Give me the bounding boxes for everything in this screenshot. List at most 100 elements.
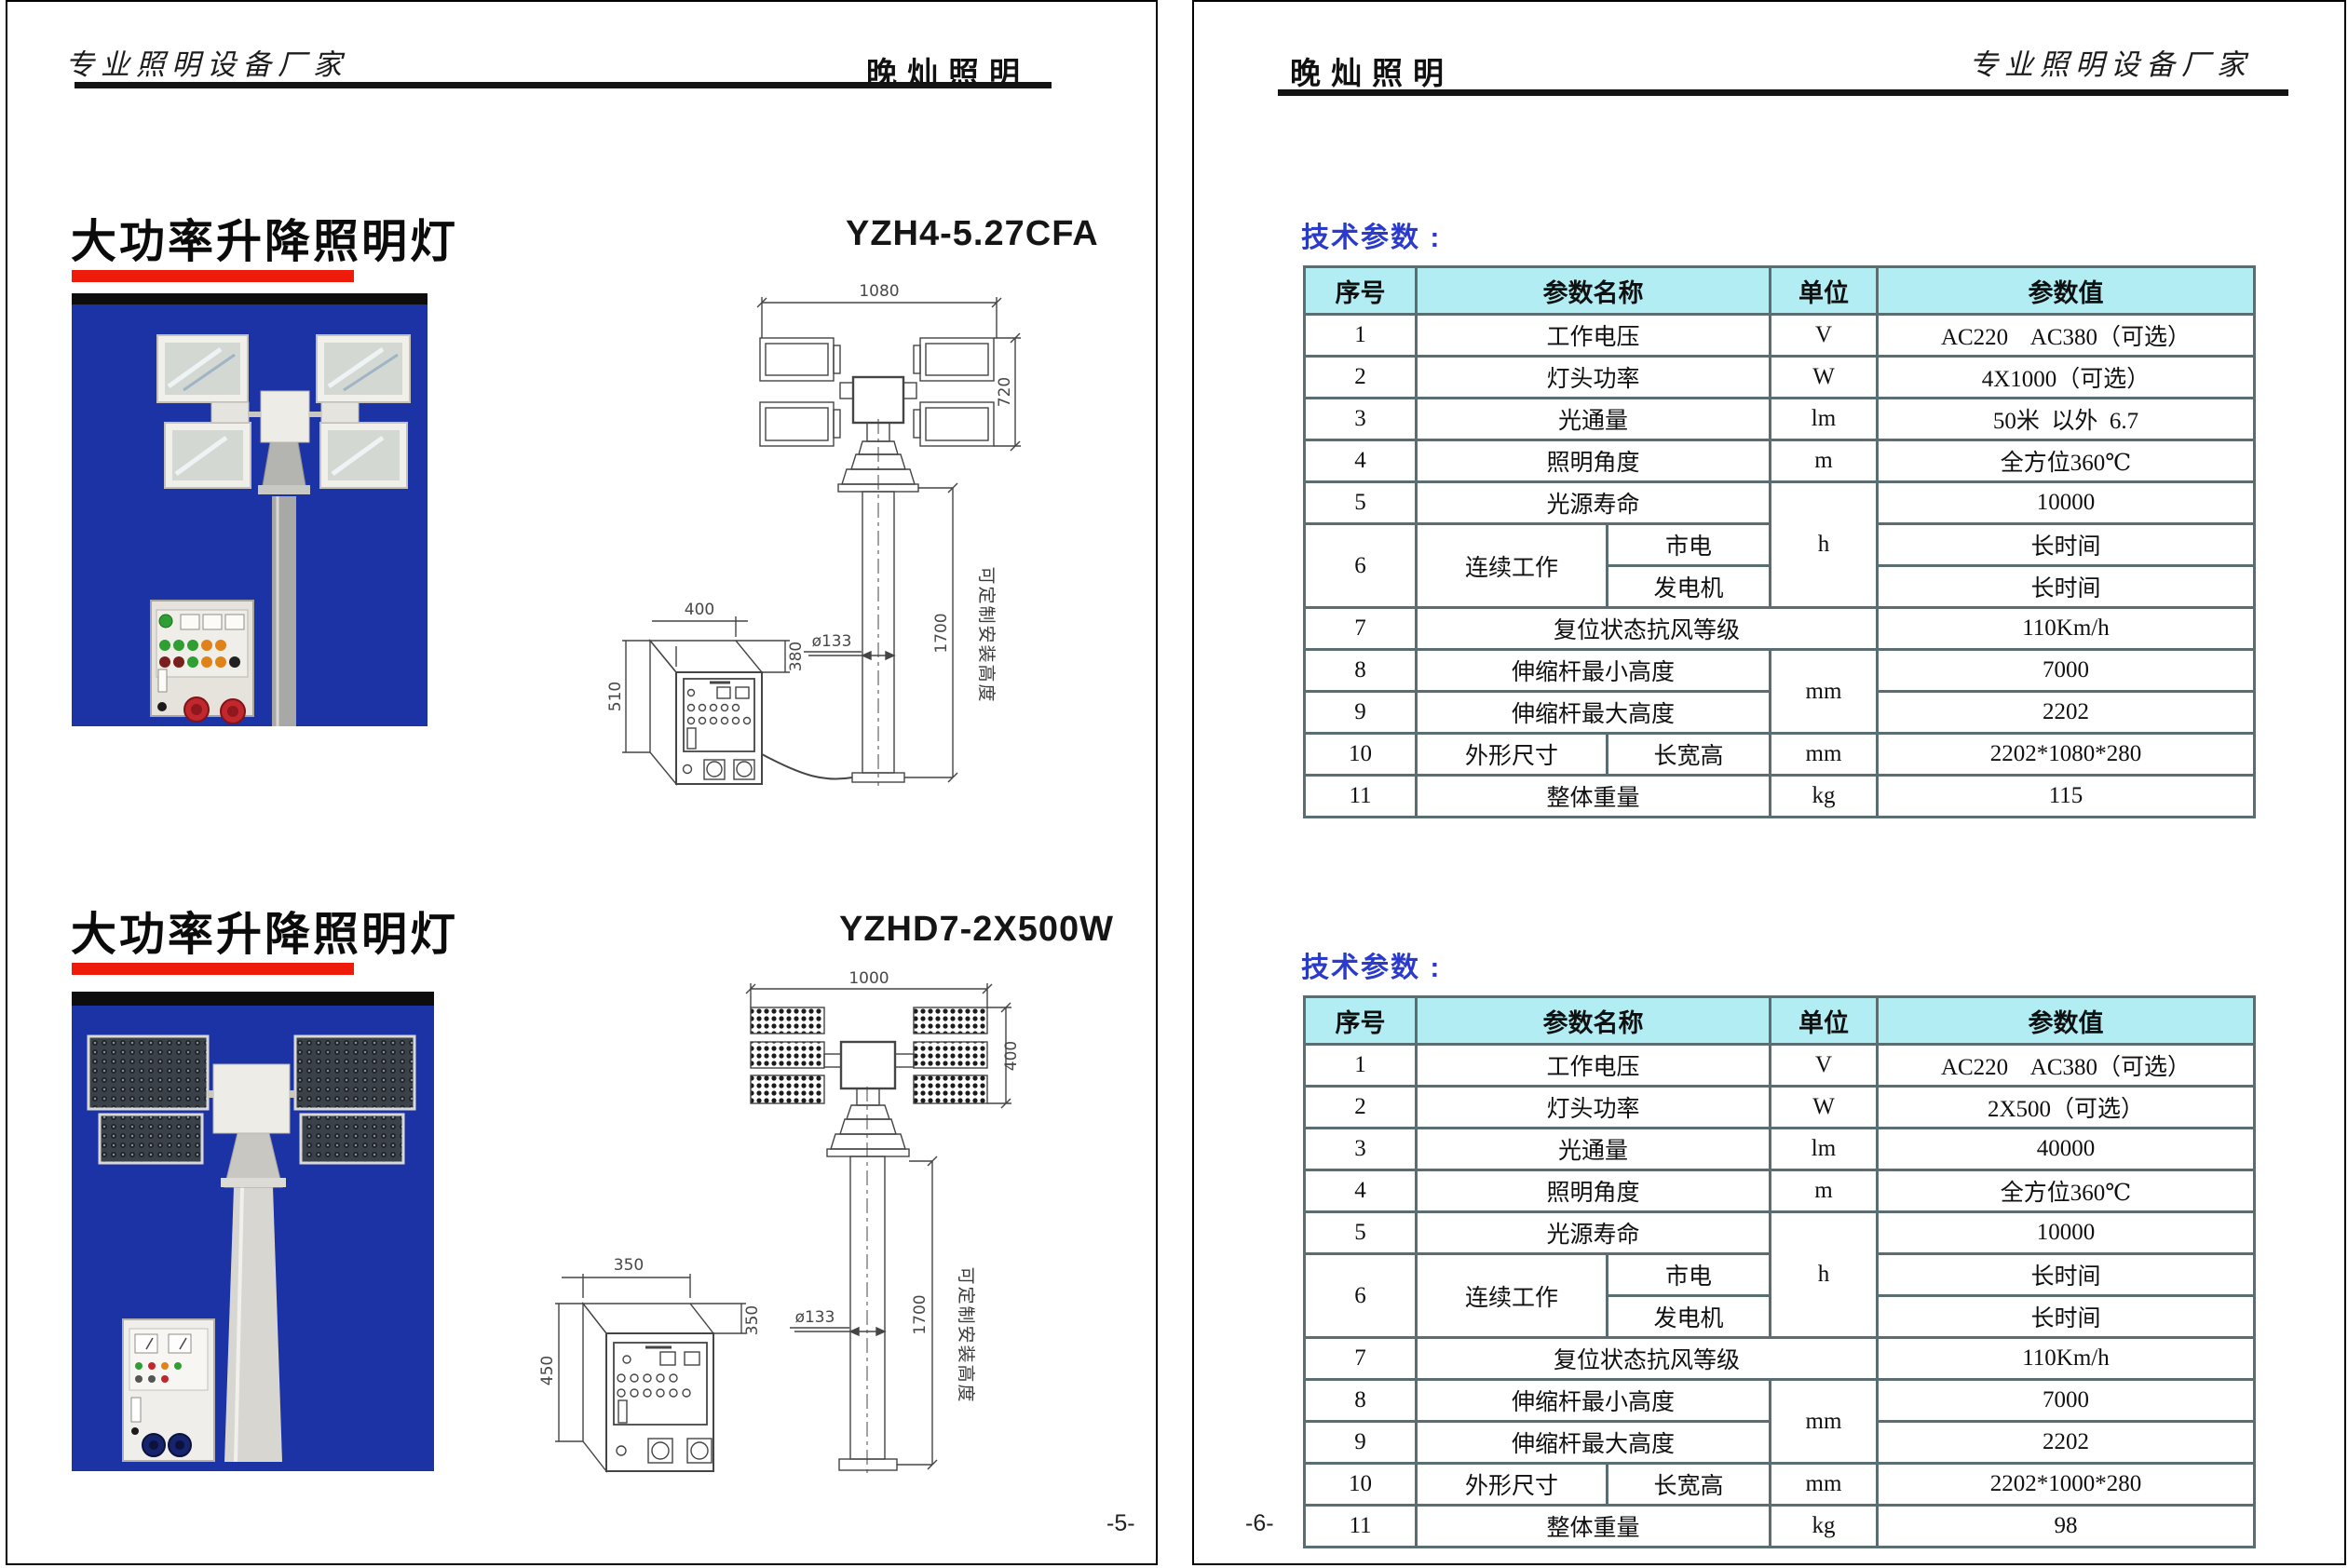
product1-title: 大功率升降照明灯 bbox=[71, 217, 459, 267]
dim-box-height-right: 350 bbox=[743, 1305, 762, 1335]
dim-box-height-right: 380 bbox=[787, 642, 806, 671]
cell: 3 bbox=[1303, 1127, 1418, 1171]
cell: 11 bbox=[1303, 1504, 1418, 1548]
table-row: 11 整体重量 kg 115 bbox=[1303, 774, 2256, 818]
table-row: 5 光源寿命 h 10000 bbox=[1303, 480, 2256, 609]
table-row: 5 光源寿命 h 10000 bbox=[1303, 1210, 2256, 1339]
cell: 2202 bbox=[1876, 1420, 2256, 1465]
cell: 伸缩杆最小高度 bbox=[1415, 1378, 1771, 1423]
col-unit: 单位 bbox=[1769, 995, 1879, 1046]
cell: 7000 bbox=[1876, 1378, 2256, 1423]
cell: 9 bbox=[1303, 1420, 1418, 1465]
cell: 全方位360℃ bbox=[1876, 439, 2256, 483]
col-value: 参数值 bbox=[1876, 995, 2256, 1046]
cell: 工作电压 bbox=[1415, 1043, 1771, 1088]
product2-title-underline bbox=[72, 963, 354, 975]
col-name: 参数名称 bbox=[1415, 995, 1771, 1046]
cell: 7000 bbox=[1876, 648, 2256, 693]
cell: 伸缩杆最小高度 bbox=[1415, 648, 1771, 693]
cell: W bbox=[1769, 355, 1879, 399]
cell: 6 bbox=[1303, 1252, 1418, 1339]
cell: 7 bbox=[1303, 606, 1418, 651]
cell: mm bbox=[1769, 648, 1879, 735]
cell: 整体重量 bbox=[1415, 1504, 1771, 1548]
section2-label: 技术参数 : bbox=[1301, 953, 1442, 983]
product1-photo bbox=[72, 293, 428, 726]
cell: 110Km/h bbox=[1876, 606, 2256, 651]
table-row: 3 光通量 lm 50米 以外 6.7 bbox=[1303, 397, 2256, 441]
cell: h bbox=[1769, 480, 1879, 609]
cell: 10000 bbox=[1876, 1210, 2256, 1255]
product1-model: YZH4-5.27CFA bbox=[846, 214, 1099, 253]
col-no: 序号 bbox=[1303, 265, 1418, 316]
cell: 8 bbox=[1303, 1378, 1418, 1423]
cell: 2 bbox=[1303, 1085, 1418, 1129]
cell: 发电机 bbox=[1606, 564, 1771, 609]
cell: 长时间 bbox=[1876, 522, 2256, 567]
table-row: 1 工作电压 V AC220 AC380（可选） bbox=[1303, 313, 2256, 358]
cell: 1 bbox=[1303, 1043, 1418, 1088]
table-row: 11 整体重量 kg 98 bbox=[1303, 1504, 2256, 1548]
cell: lm bbox=[1769, 397, 1879, 441]
table-row: 3 光通量 lm 40000 bbox=[1303, 1127, 2256, 1171]
cell: W bbox=[1769, 1085, 1879, 1129]
table-row: 4 照明角度 m 全方位360℃ bbox=[1303, 439, 2256, 483]
cell: 复位状态抗风等级 bbox=[1415, 1336, 1879, 1381]
right-header-rule bbox=[1278, 89, 2288, 96]
cell: 9 bbox=[1303, 690, 1418, 735]
cell: 市电 bbox=[1606, 1252, 1771, 1297]
product1-title-underline bbox=[72, 270, 354, 282]
table-row: 发电机 长时间 bbox=[1305, 564, 2256, 609]
right-header-factory: 专业照明设备厂家 bbox=[1969, 48, 2252, 81]
dim-pole-height: 1700 bbox=[911, 1294, 930, 1334]
spec-table-1: 序号 参数名称 单位 参数值 1 工作电压 V AC220 AC380（可选） … bbox=[1303, 265, 2256, 818]
left-page: 专业照明设备厂家 晚灿照明 大功率升降照明灯 YZH4-5.27CFA bbox=[6, 0, 1158, 1565]
cell: 5 bbox=[1303, 480, 1418, 525]
product1-photo-art bbox=[150, 334, 411, 726]
cell: 10000 bbox=[1876, 480, 2256, 525]
dim-box-height-left: 510 bbox=[606, 682, 625, 711]
table-row: 8 伸缩杆最小高度 mm 7000 bbox=[1303, 1378, 2256, 1465]
product2-photo bbox=[72, 992, 434, 1471]
cell: 115 bbox=[1876, 774, 2256, 818]
cell: 长时间 bbox=[1876, 1252, 2256, 1297]
table-row: 8 伸缩杆最小高度 mm 7000 bbox=[1303, 648, 2256, 735]
table-row: 7 复位状态抗风等级 110Km/h bbox=[1303, 606, 2256, 651]
cell: 10 bbox=[1303, 1462, 1418, 1507]
cell: 1 bbox=[1303, 313, 1418, 358]
cell: 长时间 bbox=[1876, 564, 2256, 609]
table-row: 2 灯头功率 W 2X500（可选） bbox=[1303, 1085, 2256, 1129]
dim-pole-height: 1700 bbox=[932, 613, 951, 653]
dim-box-width: 400 bbox=[685, 601, 714, 619]
dim-head-height: 400 bbox=[1002, 1041, 1021, 1071]
cell: 工作电压 bbox=[1415, 313, 1771, 358]
table-header-row: 序号 参数名称 单位 参数值 bbox=[1303, 995, 2256, 1046]
cell: 2202 bbox=[1876, 690, 2256, 735]
cell: mm bbox=[1769, 1378, 1879, 1465]
product2-photo-art bbox=[87, 1034, 416, 1463]
cell: 98 bbox=[1876, 1504, 2256, 1548]
cell: 外形尺寸 bbox=[1415, 732, 1608, 777]
product2-title: 大功率升降照明灯 bbox=[71, 910, 459, 960]
dim-box-height-left: 450 bbox=[538, 1356, 557, 1386]
table-row: 2 灯头功率 W 4X1000（可选） bbox=[1303, 355, 2256, 399]
left-page-number: -5- bbox=[1106, 1510, 1135, 1536]
cell: 8 bbox=[1303, 648, 1418, 693]
cell: 10 bbox=[1303, 732, 1418, 777]
cell: 发电机 bbox=[1606, 1294, 1771, 1339]
dim-pole-diameter: ø133 bbox=[812, 632, 852, 651]
table-row: 10 外形尺寸 长宽高 mm 2202*1080*280 bbox=[1303, 732, 2256, 777]
dim-head-height: 720 bbox=[996, 377, 1014, 407]
right-page-number: -6- bbox=[1245, 1510, 1274, 1536]
table-row: 7 复位状态抗风等级 110Km/h bbox=[1303, 1336, 2256, 1381]
table-row: 9 伸缩杆最大高度 2202 bbox=[1303, 690, 2256, 735]
cell: V bbox=[1769, 1043, 1879, 1088]
col-value: 参数值 bbox=[1876, 265, 2256, 316]
cell: 长宽高 bbox=[1606, 1462, 1771, 1507]
product2-drawing: 1000 400 350 450 350 ø133 1700 可定制安装高度 bbox=[538, 970, 1021, 1475]
product1-drawing: 1080 720 400 510 380 ø133 1700 可定制安装高度 bbox=[606, 282, 1021, 786]
table-header-row: 序号 参数名称 单位 参数值 bbox=[1303, 265, 2256, 316]
cell: AC220 AC380（可选） bbox=[1876, 1043, 2256, 1088]
cell: kg bbox=[1769, 1504, 1879, 1548]
cell: 市电 bbox=[1606, 522, 1771, 567]
